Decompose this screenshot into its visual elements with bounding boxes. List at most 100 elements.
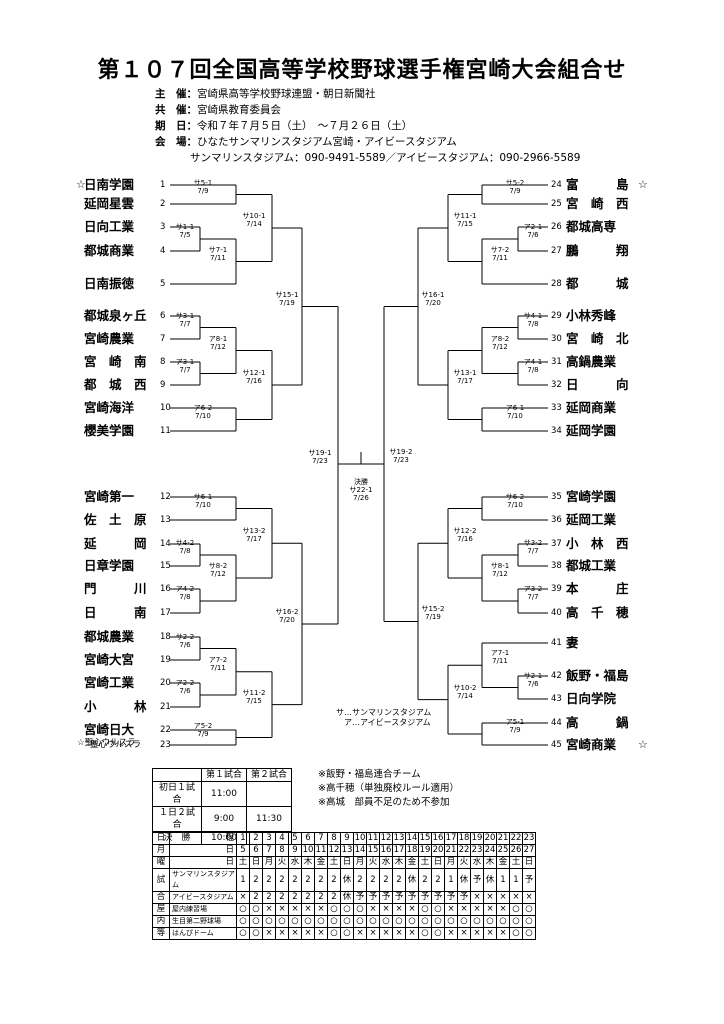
table-cell: × — [444, 903, 458, 916]
table-cell: × — [483, 903, 497, 916]
team-name-left: 日章学園 — [84, 558, 135, 573]
table-cell: 第１試合 — [200, 768, 248, 782]
team-number: 42 — [551, 671, 562, 681]
table-cell: 月 — [444, 856, 458, 869]
team-name-left: 都城農業 — [84, 629, 135, 644]
table-cell: 6 — [301, 832, 315, 845]
team-name-left: 宮崎大宮 — [84, 652, 135, 667]
match-code: ア3-1 — [175, 357, 195, 366]
match-date: 7/7 — [179, 319, 191, 328]
table-cell: サンマリンスタジアム — [169, 868, 237, 892]
team-number: 14 — [160, 539, 171, 549]
team-name-left: 日 南 — [84, 605, 147, 620]
match-date: 7/11 — [492, 253, 508, 262]
table-cell: ○ — [327, 915, 341, 928]
team-name-right: 宮 崎 北 — [566, 331, 629, 346]
table-cell: 第２試合 — [246, 768, 293, 782]
match-code: ア4-2 — [175, 585, 195, 593]
table-cell: × — [457, 903, 471, 916]
team-name-left: 日向工業 — [84, 219, 135, 234]
match-code: ア2-1 — [523, 223, 543, 231]
team-name-left: 聖心ウルスラ — [90, 740, 142, 750]
match-date: 7/12 — [210, 342, 226, 351]
team-number: 38 — [551, 561, 562, 571]
team-number: 2 — [160, 199, 166, 209]
match-date: 7/14 — [457, 691, 473, 700]
table-cell: × — [405, 927, 419, 940]
table-cell: 9 — [340, 832, 354, 845]
star-icon: ☆ — [76, 178, 86, 191]
table-cell: 5 — [288, 832, 302, 845]
table-cell: ○ — [457, 915, 471, 928]
match-date: 7/11 — [210, 663, 226, 672]
team-number: 39 — [551, 584, 562, 594]
table-cell: × — [236, 891, 250, 904]
match-date: 7/17 — [246, 535, 262, 544]
table-cell: ○ — [431, 903, 445, 916]
match-code: サ16-2 — [275, 607, 299, 616]
match-code: サ5-2 — [505, 178, 525, 187]
table-cell: 21 — [444, 844, 458, 857]
table-cell: 2 — [249, 832, 263, 845]
team-name-left: 都城商業 — [84, 243, 135, 258]
table-cell: ○ — [327, 903, 341, 916]
table-cell: 月 — [262, 856, 276, 869]
team-number: 15 — [160, 561, 171, 571]
team-name-right: 小 林 西 — [566, 536, 629, 551]
table-cell: ○ — [509, 927, 523, 940]
table-cell: 2 — [249, 891, 263, 904]
match-date: 7/23 — [393, 455, 409, 464]
table-cell: ○ — [483, 915, 497, 928]
table-cell: ○ — [249, 915, 263, 928]
match-code: サ6-2 — [505, 492, 525, 501]
table-cell: 月 — [353, 856, 367, 869]
table-cell: 休 — [405, 868, 419, 892]
table-cell: × — [496, 891, 510, 904]
match-date: 7/9 — [197, 186, 209, 195]
team-name-left: 門 川 — [84, 581, 147, 596]
table-cell: 14 — [353, 844, 367, 857]
table-cell: ○ — [249, 927, 263, 940]
table-cell: × — [496, 927, 510, 940]
table-cell: 屋 — [152, 903, 170, 916]
table-cell: 土 — [327, 856, 341, 869]
team-number: 35 — [551, 492, 562, 502]
table-cell: 休 — [483, 868, 497, 892]
table-cell: ○ — [431, 927, 445, 940]
notes: ※飯野・福島連合チーム ※高千穂（単独廃校ルール適用） ※高城 部員不足のため不… — [318, 768, 459, 810]
info-line-phones: サンマリンスタジアム：090-9491-5589／アイビースタジアム：090-2… — [190, 152, 581, 164]
table-cell — [152, 768, 202, 782]
match-date: 7/7 — [527, 547, 539, 555]
team-number: 26 — [551, 222, 562, 232]
table-cell: 2 — [418, 868, 432, 892]
team-name-left: 宮崎農業 — [84, 331, 135, 346]
match-date: 7/11 — [492, 657, 508, 666]
match-code: サ13-2 — [242, 527, 266, 536]
table-cell: × — [444, 927, 458, 940]
team-number: 3 — [160, 222, 166, 232]
match-code: サ8-2 — [208, 562, 228, 570]
table-cell: 22 — [457, 844, 471, 857]
table-cell: 内 — [152, 915, 170, 928]
table-cell: 11:00 — [200, 781, 248, 807]
team-name-left: 佐 土 原 — [84, 512, 147, 527]
table-cell: × — [392, 903, 406, 916]
table-cell: 12 — [379, 832, 393, 845]
table-cell: × — [509, 891, 523, 904]
table-cell: ○ — [470, 915, 484, 928]
note-line: ※飯野・福島連合チーム — [318, 769, 421, 780]
table-cell: ○ — [288, 915, 302, 928]
table-cell: ○ — [236, 915, 250, 928]
team-name-right: 高鍋農業 — [566, 354, 617, 369]
